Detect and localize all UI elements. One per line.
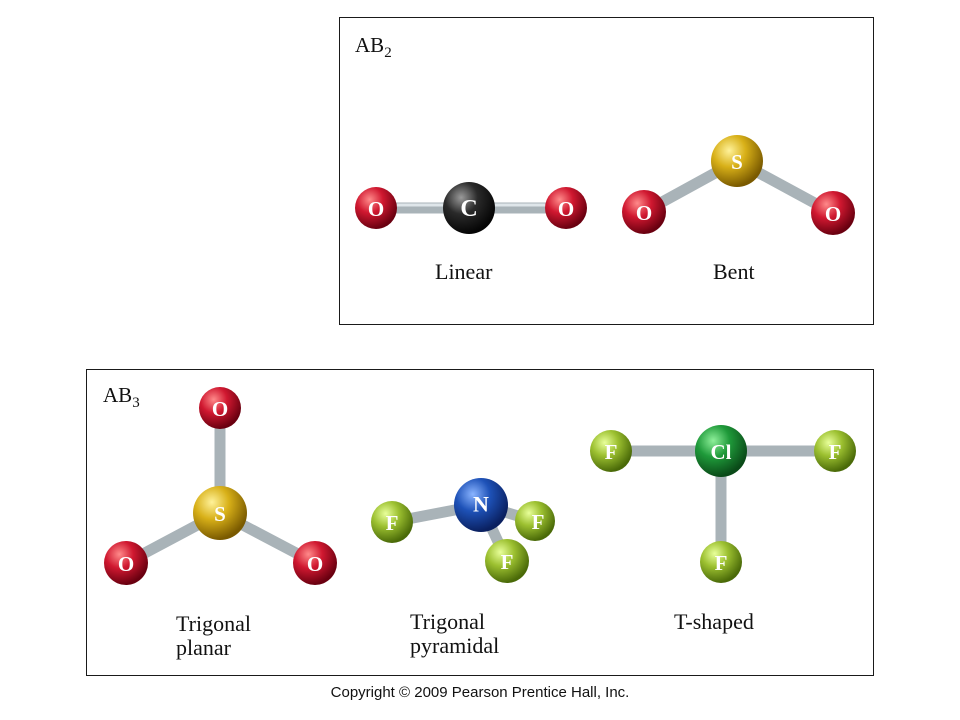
atom-label: F [532, 510, 545, 534]
ab3-panel-label: AB3 [103, 383, 140, 412]
atom-label: N [473, 492, 489, 517]
atom-label: F [715, 551, 728, 575]
fluorine-atom [371, 501, 413, 543]
atom-label: O [307, 552, 323, 576]
fluorine-atom [485, 539, 529, 583]
trigonal-planar-caption: Trigonal planar [176, 612, 251, 660]
atom-label: C [460, 196, 477, 222]
atom-label: O [636, 201, 652, 225]
atom-label: F [829, 440, 842, 464]
atom-label: O [825, 202, 841, 226]
oxygen-atom [199, 387, 241, 429]
atom-label: F [605, 440, 618, 464]
oxygen-atom [545, 187, 587, 229]
ab2-label-subscript: 2 [384, 45, 392, 62]
caption-line: pyramidal [410, 633, 500, 658]
atom-label: S [731, 150, 743, 174]
fluorine-atom [515, 501, 555, 541]
trigonal-planar-molecule: O O O S [104, 387, 337, 585]
fluorine-atom [814, 430, 856, 472]
ab2-panel-label: AB2 [355, 33, 392, 62]
atom-label: F [386, 511, 399, 535]
trigonal-pyramidal-caption: Trigonal pyramidal [410, 610, 499, 658]
ab3-label-subscript: 3 [132, 395, 140, 412]
atom-label: O [558, 197, 574, 221]
atom-label: Cl [711, 440, 732, 464]
chlorine-atom [695, 425, 747, 477]
bent-caption: Bent [713, 259, 755, 284]
linear-molecule: O O C [355, 182, 587, 234]
oxygen-atom [293, 541, 337, 585]
atom-label: S [214, 502, 226, 526]
caption-line: planar [176, 635, 231, 660]
atom-label: F [501, 550, 514, 574]
caption-line: Trigonal [176, 611, 251, 636]
t-shaped-caption: T-shaped [674, 609, 754, 634]
copyright-notice: Copyright © 2009 Pearson Prentice Hall, … [330, 684, 630, 701]
bent-molecule: O O S [622, 135, 855, 235]
caption-line: Trigonal [410, 609, 485, 634]
sulfur-atom [711, 135, 763, 187]
t-shaped-molecule: F F F Cl [590, 425, 856, 583]
sulfur-atom [193, 486, 247, 540]
linear-caption: Linear [435, 259, 493, 284]
atom-label: O [118, 552, 134, 576]
atom-label: O [368, 197, 384, 221]
oxygen-atom [811, 191, 855, 235]
ab3-label-main: AB [103, 383, 133, 407]
nitrogen-atom [454, 478, 508, 532]
fluorine-atom [590, 430, 632, 472]
trigonal-pyramidal-molecule: N F F F [371, 478, 555, 583]
ab2-panel [339, 17, 874, 325]
oxygen-atom [622, 190, 666, 234]
oxygen-atom [355, 187, 397, 229]
atom-label: O [212, 397, 228, 421]
ab2-label-main: AB [355, 33, 385, 57]
fluorine-atom [700, 541, 742, 583]
oxygen-atom [104, 541, 148, 585]
carbon-atom [443, 182, 495, 234]
